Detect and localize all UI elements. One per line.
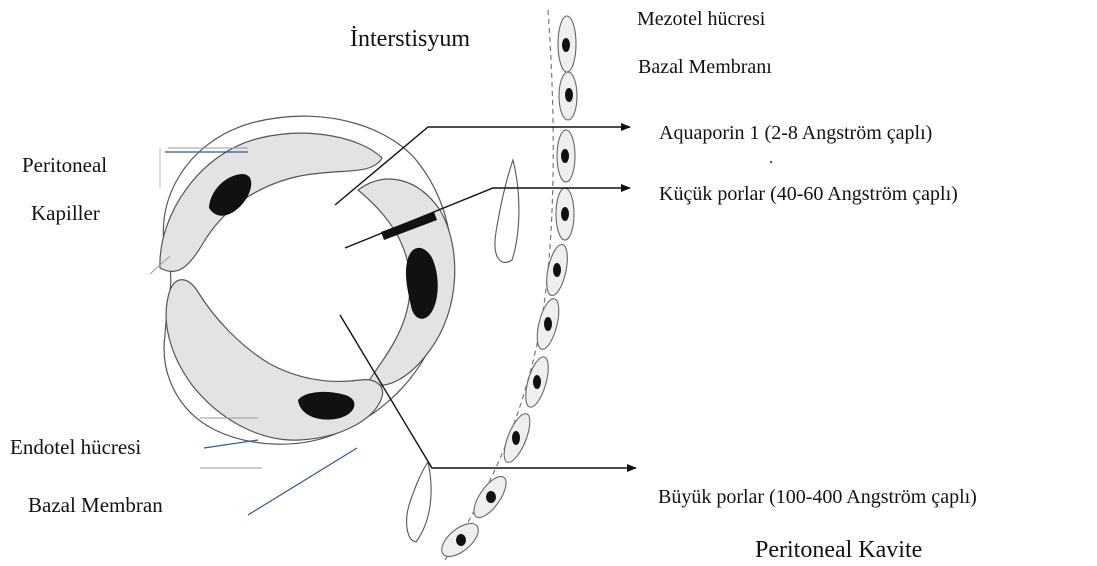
mesothelial-cell-chain [436, 16, 577, 563]
endothelial-cell-leader [204, 440, 258, 448]
mesothelial-nucleus [486, 491, 496, 503]
label-peritoneal-kavite: Peritoneal Kavite [755, 538, 922, 562]
label-interstisyum: İnterstisyum [350, 27, 470, 51]
label-bazal-membran: Bazal Membran [28, 495, 163, 516]
mesothelial-nucleus [561, 207, 569, 221]
label-endotel-hucresi: Endotel hücresi [10, 437, 141, 458]
mesothelial-nucleus [456, 534, 466, 546]
label-kapiller: Kapiller [31, 203, 100, 224]
mesothelial-nucleus [544, 317, 552, 331]
large-pore-arrow [340, 315, 636, 468]
mesothelial-nucleus [562, 38, 570, 52]
endothelial-cell-bottom [166, 280, 382, 440]
label-peritoneal: Peritoneal [22, 155, 107, 176]
mesothelial-nucleus [561, 149, 569, 163]
mesothelial-nucleus [533, 375, 541, 389]
pointer-arrows [335, 127, 636, 468]
interstitial-cell-upper [495, 160, 519, 262]
label-kucuk-porlar: Küçük porlar (40-60 Angström çaplı) [659, 184, 958, 204]
mesothelial-nucleus [512, 431, 520, 445]
dot-mark [770, 161, 772, 163]
label-bazal-membrani: Bazal Membranı [638, 57, 772, 77]
label-mezotel-hucresi: Mezotel hücresi [637, 9, 765, 29]
mesothelial-nucleus [553, 263, 561, 277]
label-aquaporin: Aquaporin 1 (2-8 Angström çaplı) [659, 123, 932, 143]
endothelial-cell-top-left [160, 133, 382, 271]
interstitial-cell-lower [407, 462, 431, 542]
mesothelial-nucleus [565, 88, 573, 102]
basal-membrane-leader [248, 448, 357, 515]
label-buyuk-porlar: Büyük porlar (100-400 Angström çaplı) [658, 487, 977, 507]
